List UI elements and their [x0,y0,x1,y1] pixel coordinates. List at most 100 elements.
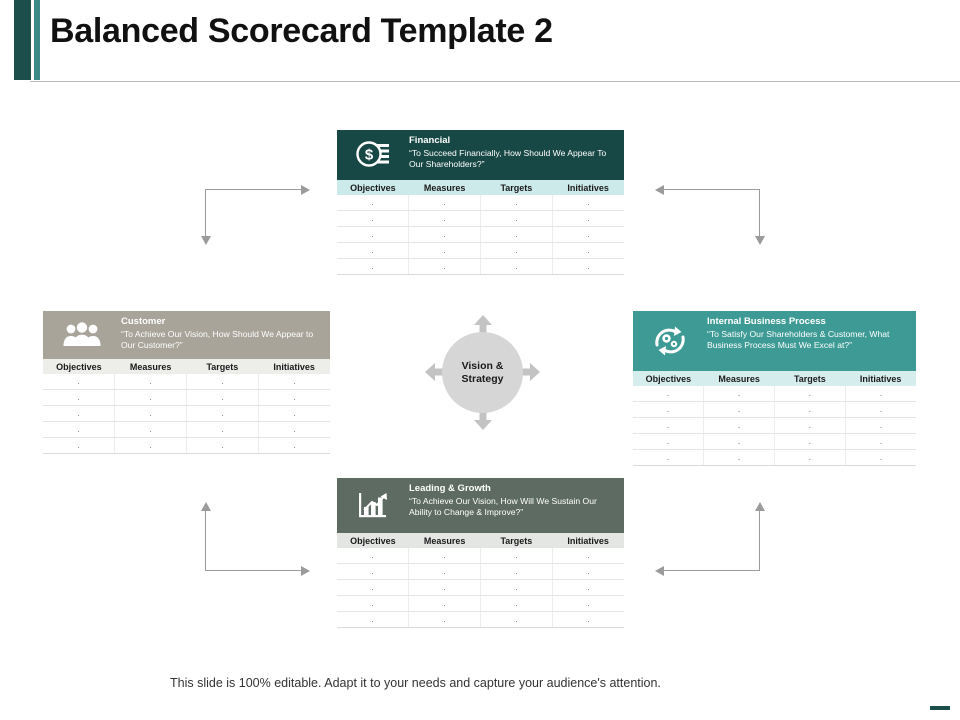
table-cell[interactable]: . [774,449,846,466]
table-cell[interactable]: . [43,421,116,438]
table-row[interactable]: .... [43,389,330,406]
table-cell[interactable]: . [552,563,624,580]
table-row[interactable]: .... [43,421,330,438]
table-cell[interactable]: . [845,401,916,418]
table-cell[interactable]: . [43,405,116,422]
table-cell[interactable]: . [703,433,775,450]
table-cell[interactable]: . [633,433,705,450]
table-cell[interactable]: . [337,258,410,275]
table-cell[interactable]: . [337,563,410,580]
table-cell[interactable]: . [552,611,624,628]
table-cell[interactable]: . [480,595,553,612]
table-cell[interactable]: . [258,389,330,406]
table-cell[interactable]: . [480,563,553,580]
table-row[interactable]: .... [337,210,624,227]
table-cell[interactable]: . [480,579,553,596]
table-cell[interactable]: . [480,548,553,564]
table-row[interactable]: .... [337,242,624,259]
table-cell[interactable]: . [633,386,705,402]
table-cell[interactable]: . [408,258,481,275]
table-row[interactable]: .... [43,405,330,422]
table-row[interactable]: .... [337,195,624,211]
table-row[interactable]: .... [337,548,624,564]
table-row[interactable]: .... [633,386,916,402]
table-cell[interactable]: . [43,437,116,454]
table-cell[interactable]: . [633,401,705,418]
table-cell[interactable]: . [480,258,553,275]
table-cell[interactable]: . [337,195,410,211]
panel-internal-business-process[interactable]: Internal Business Process “To Satisfy Ou… [633,311,916,466]
panel-financial[interactable]: $ Financial “To Succeed Financially, How… [337,130,624,275]
table-cell[interactable]: . [337,579,410,596]
table-cell[interactable]: . [114,389,187,406]
table-cell[interactable]: . [774,401,846,418]
table-cell[interactable]: . [408,210,481,227]
table-cell[interactable]: . [552,210,624,227]
table-cell[interactable]: . [552,579,624,596]
table-cell[interactable]: . [114,421,187,438]
table-row[interactable]: .... [633,449,916,466]
table-cell[interactable]: . [633,449,705,466]
table-cell[interactable]: . [408,195,481,211]
table-cell[interactable]: . [186,389,259,406]
table-row[interactable]: .... [337,579,624,596]
table-cell[interactable]: . [114,374,187,390]
table-cell[interactable]: . [114,437,187,454]
table-cell[interactable]: . [703,386,775,402]
table-cell[interactable]: . [845,386,916,402]
table-cell[interactable]: . [408,226,481,243]
table-cell[interactable]: . [703,449,775,466]
table-row[interactable]: .... [633,417,916,434]
table-cell[interactable]: . [186,374,259,390]
table-cell[interactable]: . [408,548,481,564]
table-cell[interactable]: . [408,242,481,259]
table-row[interactable]: .... [337,611,624,628]
table-cell[interactable]: . [43,374,116,390]
panel-leading-and-growth[interactable]: Leading & Growth “To Achieve Our Vision,… [337,478,624,628]
table-cell[interactable]: . [845,417,916,434]
table-row[interactable]: .... [337,258,624,275]
table-cell[interactable]: . [337,611,410,628]
table-cell[interactable]: . [552,258,624,275]
table-cell[interactable]: . [774,386,846,402]
table-cell[interactable]: . [258,437,330,454]
table-cell[interactable]: . [43,389,116,406]
table-cell[interactable]: . [337,595,410,612]
vision-strategy-cluster[interactable]: Vision & Strategy [425,315,540,430]
table-cell[interactable]: . [408,579,481,596]
table-cell[interactable]: . [480,611,553,628]
table-row[interactable]: .... [337,563,624,580]
table-cell[interactable]: . [703,417,775,434]
table-row[interactable]: .... [43,437,330,454]
table-cell[interactable]: . [480,242,553,259]
table-cell[interactable]: . [552,595,624,612]
table-cell[interactable]: . [337,242,410,259]
table-cell[interactable]: . [258,421,330,438]
table-cell[interactable]: . [552,226,624,243]
table-cell[interactable]: . [408,595,481,612]
table-cell[interactable]: . [774,417,846,434]
table-cell[interactable]: . [845,449,916,466]
table-row[interactable]: .... [337,226,624,243]
table-cell[interactable]: . [337,226,410,243]
table-cell[interactable]: . [408,611,481,628]
table-cell[interactable]: . [552,242,624,259]
table-cell[interactable]: . [337,548,410,564]
table-cell[interactable]: . [186,437,259,454]
table-row[interactable]: .... [633,433,916,450]
table-cell[interactable]: . [258,405,330,422]
table-cell[interactable]: . [337,210,410,227]
table-cell[interactable]: . [186,405,259,422]
table-cell[interactable]: . [774,433,846,450]
table-cell[interactable]: . [845,433,916,450]
table-cell[interactable]: . [480,195,553,211]
table-cell[interactable]: . [703,401,775,418]
table-cell[interactable]: . [552,548,624,564]
table-cell[interactable]: . [552,195,624,211]
table-cell[interactable]: . [114,405,187,422]
table-row[interactable]: .... [337,595,624,612]
table-row[interactable]: .... [43,374,330,390]
table-row[interactable]: .... [633,401,916,418]
vision-strategy-circle[interactable]: Vision & Strategy [442,332,523,413]
table-cell[interactable]: . [408,563,481,580]
